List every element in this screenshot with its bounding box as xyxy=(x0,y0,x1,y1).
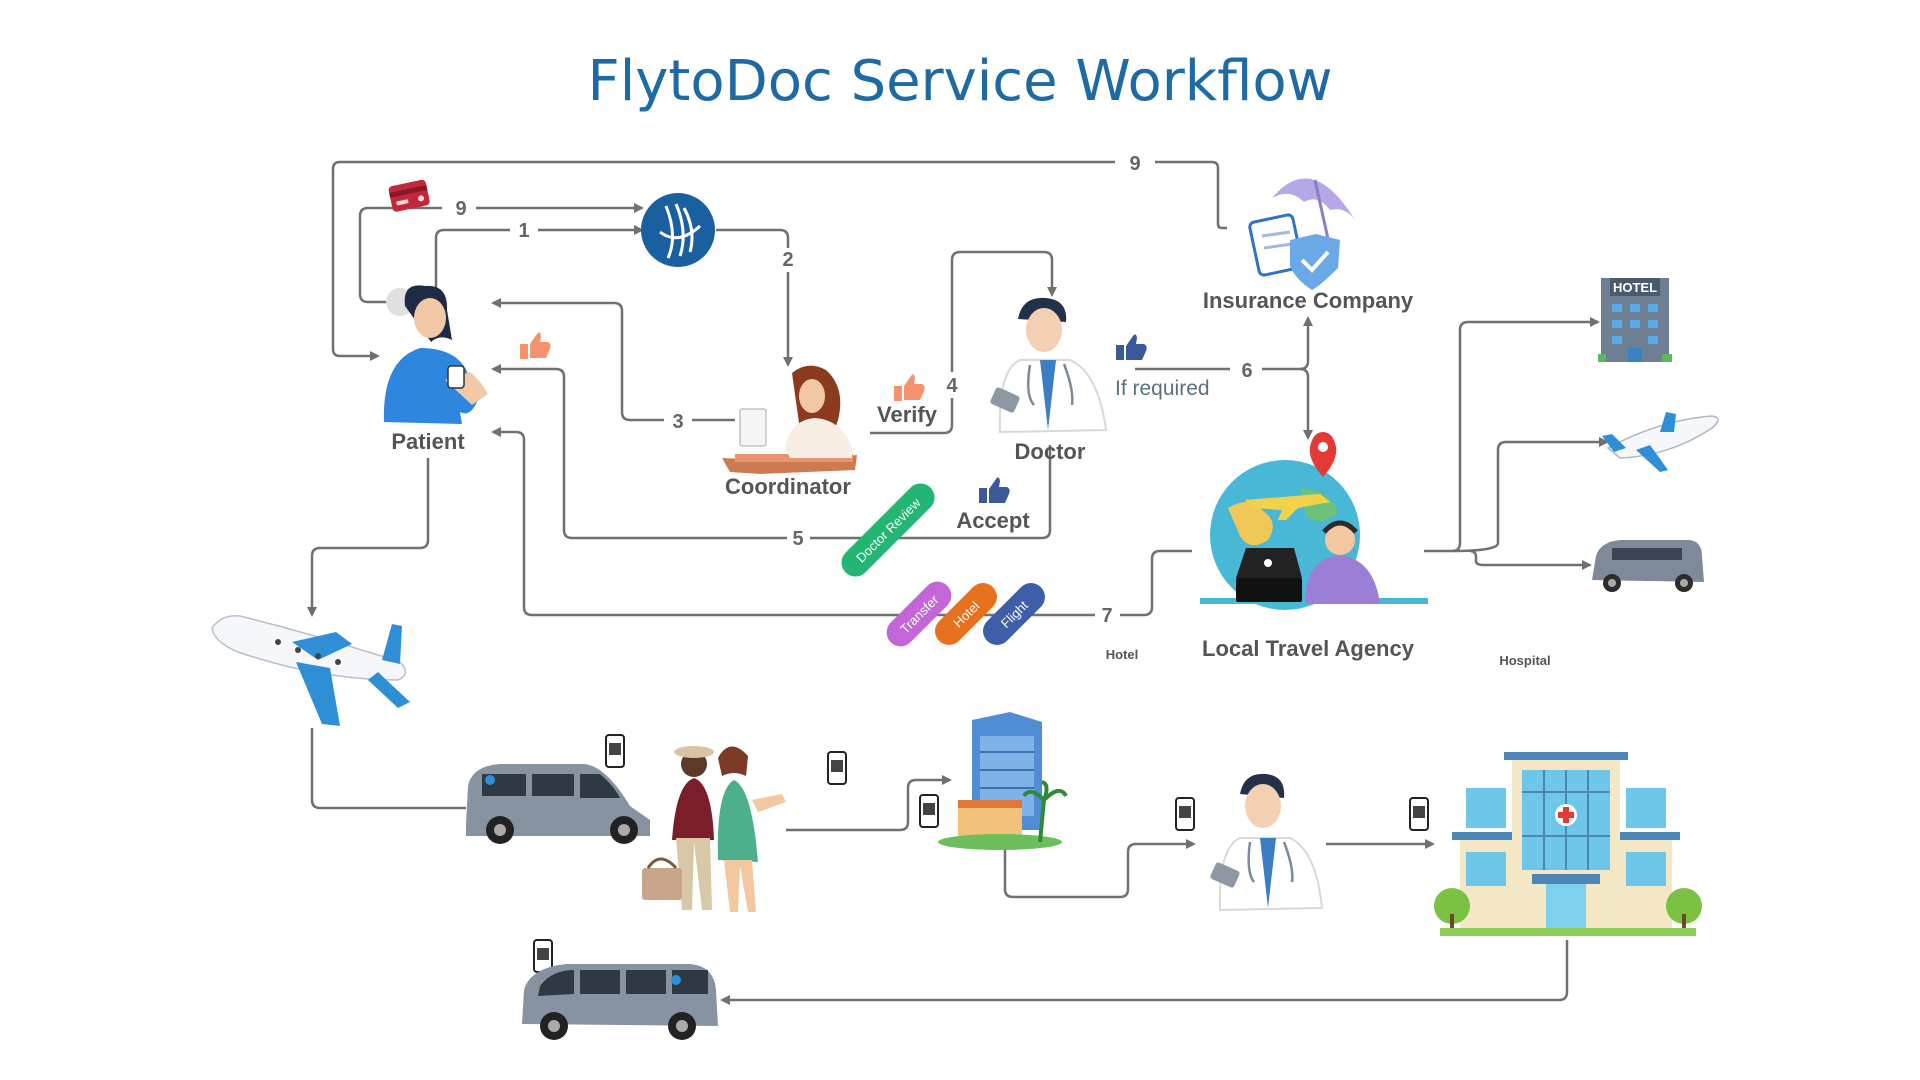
connector-3 xyxy=(493,303,735,422)
connector-7 xyxy=(493,432,1192,617)
step-5: 5 xyxy=(792,528,803,550)
connector-hotel-doctor xyxy=(1003,839,1196,899)
doctor-review-tag: Doctor Review xyxy=(841,483,935,577)
step-7: 7 xyxy=(1101,605,1112,627)
step-8: 9 xyxy=(1129,153,1140,175)
connector-4 xyxy=(870,250,1052,435)
connector-8 xyxy=(331,160,1227,356)
connector-patient-airplane xyxy=(307,458,430,617)
page-title: FlytoDoc Service Workflow xyxy=(587,49,1332,114)
qr-phone-icon xyxy=(1175,797,1195,831)
qr-phone-icon xyxy=(827,751,847,785)
doctor-figure xyxy=(990,297,1108,434)
connector-agency-plane xyxy=(1451,437,1609,553)
thumbs-up-icon xyxy=(979,477,1010,503)
verify-label: Verify xyxy=(877,402,938,427)
connector-agency-hotel xyxy=(1424,317,1600,553)
step-9: 9 xyxy=(455,198,466,220)
hotel-building-icon: HOTEL xyxy=(1598,278,1672,362)
step-6: 6 xyxy=(1241,360,1252,382)
hotel-small-label: Hotel xyxy=(1106,647,1139,662)
van-icon xyxy=(466,764,650,844)
hospital-icon xyxy=(1434,752,1702,936)
step-1: 1 xyxy=(518,220,529,242)
connector-travelers-hotel xyxy=(786,775,952,832)
connector-5 xyxy=(493,369,1052,540)
connector-9 xyxy=(358,208,642,304)
step-4: 4 xyxy=(946,375,958,397)
connector-airplane-van xyxy=(310,728,466,810)
travelers-figure xyxy=(642,746,786,912)
airplane-icon xyxy=(1602,412,1719,472)
step-3: 3 xyxy=(672,411,683,433)
step-2: 2 xyxy=(782,249,793,271)
if-required-label: If required xyxy=(1115,377,1210,400)
thumbs-up-icon xyxy=(894,374,925,401)
agency-agent-figure xyxy=(1200,520,1428,604)
patient-label: Patient xyxy=(391,429,465,454)
location-pin-icon xyxy=(1309,432,1337,477)
logo-icon xyxy=(641,193,715,267)
umbrella-insurance-icon xyxy=(1248,178,1355,290)
hotel-building-icon xyxy=(938,712,1068,850)
connector-6b xyxy=(1299,367,1313,440)
van-icon xyxy=(522,964,718,1040)
van-icon xyxy=(1592,540,1704,592)
doctor-label: Doctor xyxy=(1015,439,1086,464)
coordinator-label: Coordinator xyxy=(725,474,851,499)
agency-label: Local Travel Agency xyxy=(1202,636,1415,661)
qr-phone-icon xyxy=(605,734,625,768)
coordinator-figure xyxy=(722,365,857,474)
patient-figure xyxy=(383,285,488,424)
thumbs-up-icon xyxy=(520,332,551,359)
connector-hospital-van xyxy=(720,940,1569,1005)
qr-phone-icon xyxy=(1409,797,1429,831)
insurance-label: Insurance Company xyxy=(1203,288,1414,313)
thumbs-up-icon xyxy=(1116,334,1147,360)
connector-6 xyxy=(1135,318,1308,371)
qr-phone-icon xyxy=(533,939,553,973)
hospital-small-label: Hospital xyxy=(1499,653,1550,668)
svg-text:Doctor Review: Doctor Review xyxy=(853,495,924,566)
connector-2 xyxy=(716,228,788,365)
airplane-icon xyxy=(211,615,410,726)
connector-1 xyxy=(434,230,642,288)
doctor-figure xyxy=(1210,773,1324,912)
credit-card-icon xyxy=(388,179,430,212)
accept-label: Accept xyxy=(956,508,1030,533)
qr-phone-icon xyxy=(919,794,939,828)
svg-text:HOTEL: HOTEL xyxy=(1613,280,1657,295)
connector-agency-van xyxy=(1469,549,1592,570)
